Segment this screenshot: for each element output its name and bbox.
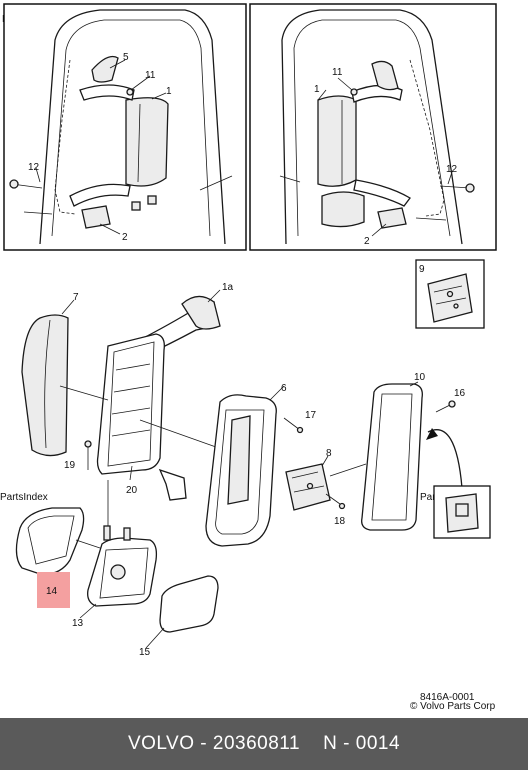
callout-2-left: 2 <box>122 232 128 243</box>
panel-right-cab-view: 11 1 12 2 <box>249 3 497 251</box>
copyright-text: © Volvo Parts Corp <box>410 701 496 712</box>
footer-gap <box>300 733 323 755</box>
callout-11-right: 11 <box>332 67 343 78</box>
highlight-part-14[interactable] <box>37 572 70 608</box>
panel-left-cab-view: 5 11 1 12 2 <box>3 3 247 251</box>
callout-18: 18 <box>334 516 346 527</box>
footer-ref: N - 0014 <box>323 733 401 754</box>
footer-bar: VOLVO - 20360811 N - 0014 <box>0 718 528 770</box>
reference-code: 8416A-0001 <box>420 692 475 703</box>
callout-1-right: 1 <box>314 84 320 95</box>
footer-part-number: 20360811 <box>212 733 301 754</box>
callout-12-right: 12 <box>446 164 458 175</box>
callout-12-left: 12 <box>28 162 40 173</box>
callout-15: 15 <box>139 647 151 658</box>
exploded-view: 7 1a 20 19 6 17 8 <box>15 282 491 658</box>
callout-1-left: 1 <box>166 86 172 97</box>
footer-separator: - <box>194 733 213 754</box>
callout-8: 8 <box>326 448 332 459</box>
callout-10: 10 <box>414 372 426 383</box>
callout-19: 19 <box>64 460 76 471</box>
callout-5: 5 <box>123 52 129 63</box>
callout-6: 6 <box>281 383 287 394</box>
callout-2-right: 2 <box>364 236 370 247</box>
watermark-middle-left: PartsIndex <box>0 492 48 503</box>
callout-1a: 1a <box>222 282 234 293</box>
callout-16: 16 <box>454 388 466 399</box>
callout-17: 17 <box>305 410 317 421</box>
callout-7: 7 <box>73 292 79 303</box>
callout-11-left: 11 <box>145 70 156 81</box>
callout-13: 13 <box>72 618 84 629</box>
parts-diagram: PartsIndex PartsIndex PartsIndex PartsIn… <box>0 3 497 712</box>
inset-part-9: 9 <box>415 259 485 329</box>
inset-detail <box>433 485 491 539</box>
callout-9: 9 <box>419 264 425 275</box>
footer-brand: VOLVO <box>127 733 195 754</box>
callout-14: 14 <box>46 586 58 597</box>
callout-20: 20 <box>126 485 138 496</box>
